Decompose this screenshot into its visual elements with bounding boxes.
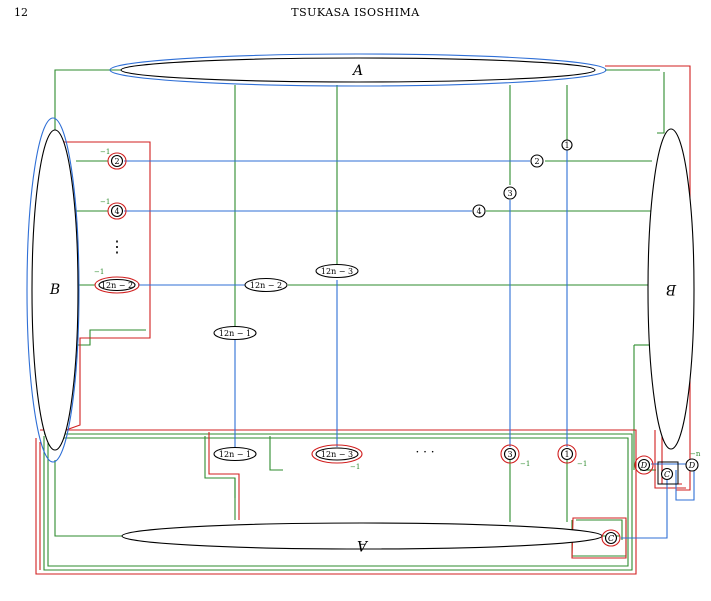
left-black-ellipse bbox=[31, 129, 79, 451]
knot-D-right: D −n bbox=[685, 450, 701, 472]
page-number: 12 bbox=[14, 6, 28, 19]
svg-text:12n − 2: 12n − 2 bbox=[250, 281, 282, 290]
knot-1-bottom: 1 −1 bbox=[557, 444, 587, 468]
knot-12n-2-mid: 12n − 2 bbox=[244, 277, 288, 293]
svg-text:1: 1 bbox=[564, 141, 569, 150]
left-blue-ellipse bbox=[26, 117, 80, 463]
knot-12n-3-mid: 12n − 3 bbox=[315, 263, 359, 279]
green-frame-lines bbox=[43, 69, 665, 571]
svg-text:12n − 3: 12n − 3 bbox=[321, 267, 353, 276]
horizontal-dots: · · · bbox=[415, 445, 434, 459]
knot-12n-2-left: 12n − 2 −1 bbox=[94, 268, 140, 294]
knot-4-left: 4 −1 bbox=[100, 198, 127, 220]
top-ellipse-label: A bbox=[351, 63, 363, 79]
svg-text:D: D bbox=[688, 461, 696, 470]
svg-text:3: 3 bbox=[507, 450, 512, 459]
knot-12n-1-mid: 12n − 1 bbox=[213, 325, 257, 341]
framing-label: −1 bbox=[94, 268, 104, 276]
svg-text:12n − 1: 12n − 1 bbox=[219, 450, 251, 459]
svg-text:4: 4 bbox=[114, 207, 119, 216]
knot-3-mid: 3 bbox=[503, 186, 517, 200]
running-head: TSUKASA ISOSHIMA bbox=[291, 6, 420, 19]
svg-text:C: C bbox=[608, 534, 614, 543]
left-ellipse-group: B bbox=[26, 117, 80, 463]
knot-D-left: D bbox=[634, 455, 654, 475]
svg-text:2: 2 bbox=[534, 157, 539, 166]
right-ellipse-group: B bbox=[647, 128, 695, 450]
bottom-ellipse-group: A bbox=[121, 522, 603, 553]
top-black-ellipse bbox=[120, 57, 596, 83]
vertical-dots: ⋮ bbox=[109, 237, 125, 256]
knot-3-bottom: 3 −1 bbox=[500, 444, 530, 468]
svg-text:D: D bbox=[640, 461, 648, 470]
svg-text:4: 4 bbox=[476, 207, 481, 216]
knot-1-mid: 1 bbox=[561, 139, 573, 151]
svg-text:12n − 3: 12n − 3 bbox=[321, 450, 353, 459]
right-ellipse bbox=[647, 128, 695, 450]
knot-2-right: 2 bbox=[530, 154, 544, 168]
svg-text:2: 2 bbox=[114, 157, 119, 166]
framing-label: −1 bbox=[577, 460, 587, 468]
bottom-ellipse-label: A bbox=[357, 537, 369, 553]
top-ellipse-group: A bbox=[109, 53, 607, 87]
red-frame-lines bbox=[35, 65, 691, 575]
knot-C-bottom: C bbox=[601, 529, 621, 547]
framing-label: −1 bbox=[520, 460, 530, 468]
knot-2-left: 2 −1 bbox=[100, 148, 127, 170]
framing-label: −1 bbox=[350, 463, 360, 471]
knot-12n-3-bottom: 12n − 3 −1 bbox=[311, 444, 363, 471]
left-ellipse-label: B bbox=[49, 282, 60, 298]
svg-text:C: C bbox=[664, 470, 670, 479]
svg-text:12n − 1: 12n − 1 bbox=[219, 329, 251, 338]
knot-C-small: C bbox=[657, 461, 679, 485]
knot-12n-1-bottom: 12n − 1 bbox=[213, 446, 257, 462]
blue-lines bbox=[124, 150, 695, 539]
framing-label: −1 bbox=[100, 198, 110, 206]
top-blue-ellipse bbox=[109, 53, 607, 87]
page-header: 12 TSUKASA ISOSHIMA bbox=[0, 0, 711, 28]
knot-4-right: 4 bbox=[472, 204, 486, 218]
framing-label: −n bbox=[690, 450, 701, 458]
right-ellipse-label: B bbox=[666, 281, 677, 297]
framing-label: −1 bbox=[100, 148, 110, 156]
svg-text:1: 1 bbox=[564, 450, 569, 459]
svg-text:12n − 2: 12n − 2 bbox=[101, 281, 133, 290]
svg-text:3: 3 bbox=[507, 189, 512, 198]
